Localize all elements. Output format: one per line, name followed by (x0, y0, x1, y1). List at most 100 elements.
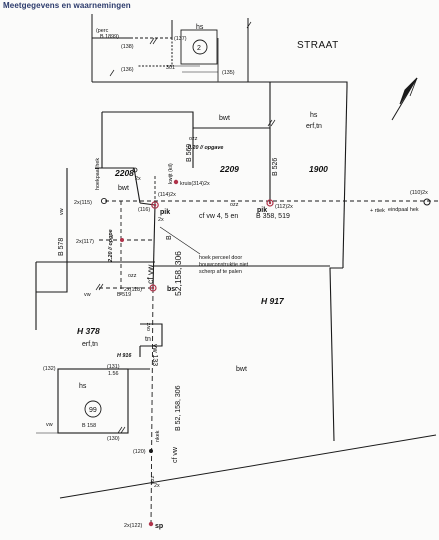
hoek-note-line-2: bouwconstruktie niet (199, 262, 249, 268)
annotation-vw-b519: vw (84, 292, 91, 298)
label-cf-vw-bottom: cf vw (172, 446, 179, 463)
perc-label: (perc (96, 28, 109, 34)
label-b526: B 526 (272, 158, 279, 176)
label-afgpe: 2.20 // opgpe (108, 229, 114, 263)
point-130-label: (130) (107, 436, 120, 442)
perc-ref: B 1899) (100, 34, 119, 40)
point-136-suffix: 301 (166, 65, 175, 71)
parcel-2208: 2208 (114, 168, 134, 178)
note-leader (159, 226, 201, 255)
parcel-boundaries (35, 81, 439, 526)
house-number-top: 2 (197, 45, 201, 52)
label-hoekpaal: hoekpaal hek (95, 158, 101, 190)
point-112-marker (266, 199, 274, 207)
point-114-dot (153, 203, 157, 207)
annotation-eindpaal: eindpaal hek (388, 207, 419, 213)
point-2x-c: 2x (154, 483, 160, 489)
annotation-ozz-1: ozz (189, 136, 198, 142)
point-137: (137) (174, 36, 187, 42)
point-112-label: (112)2x (275, 204, 293, 210)
point-120-label: (120) (133, 449, 146, 455)
label-cf-vw: cf vw (145, 264, 155, 284)
point-314-label: kruis(314)2x (180, 181, 210, 187)
house-99-vw: vw (46, 422, 53, 428)
point-122-dot (148, 521, 154, 527)
parcel-2208-use: bwt (118, 185, 129, 192)
point-118-dot (151, 286, 155, 290)
parcel-bwt-h917: bwt (236, 366, 247, 373)
house-99-ref: B 158 (82, 423, 96, 429)
point-112-dot (268, 201, 272, 205)
point-pik-left: pik (160, 209, 170, 216)
annotation-cf-vw-4b: B 358, 519 (256, 213, 290, 220)
point-135: (135) (222, 70, 235, 76)
annotation-ozz-3: ozz (128, 273, 137, 279)
point-bs-label: bs (167, 286, 175, 293)
point-110-label: (110)2x (410, 190, 428, 196)
point-131-label: (131) (107, 364, 120, 370)
point-117-dot (120, 238, 124, 242)
parcel-bwt-center: bwt (219, 115, 230, 122)
top-parcel (91, 14, 249, 83)
point-2x-a: 2x (158, 217, 164, 223)
point-115-marker (100, 197, 108, 205)
parcel-h378: H 378 (77, 326, 100, 336)
point-116-label: (116) (138, 207, 150, 213)
point-118-label: 2x(118) (124, 287, 142, 293)
label-b578: B 578 (58, 238, 65, 256)
point-122-label: 2x(122) (124, 523, 142, 529)
house-number-ring (192, 39, 208, 55)
point-110-marker (423, 198, 431, 206)
annotation-ozz-2: ozz (230, 202, 239, 208)
page-title: Meetgegevens en waarnemingen (3, 1, 131, 10)
label-b52-158: B 52, 158, 306 (175, 385, 182, 431)
point-131-offset: 1.56 (108, 371, 119, 377)
point-118-marker (149, 284, 157, 292)
parcel-hs-right: hs (310, 112, 318, 119)
label-cf-vw-value: 52,158, 306 (173, 251, 183, 296)
point-115-label: 2x(115) (74, 200, 92, 206)
annotation-opgave: 0.20 // opgave (188, 145, 223, 151)
parcel-erf-right: erf,tn (306, 123, 322, 130)
point-117-label: 2x(117) (76, 239, 94, 245)
house-99-label: hs (79, 383, 87, 390)
annotation-cf-vw-4: cf vw 4, 5 en (199, 213, 238, 220)
label-ovz: ovz (146, 322, 152, 331)
parcel-h916: H 916 (117, 353, 132, 359)
point-116-marker (132, 167, 138, 173)
point-pik-right: pik (257, 207, 267, 214)
label-vw-b578: vw (59, 208, 65, 215)
point-314-dot (173, 179, 179, 185)
hoek-note-line-3: scherp af te palen (199, 269, 242, 275)
north-arrow-icon (391, 77, 418, 121)
house-label-top: hs (196, 24, 204, 31)
label-ozz-vert: ozz (150, 475, 156, 484)
annotation-tn: tn (145, 336, 151, 343)
point-120-dot (149, 449, 153, 453)
house-99-ring (84, 400, 102, 418)
point-132-label: (132) (43, 366, 56, 372)
point-114-marker (151, 201, 159, 209)
point-2x-b: 2x (135, 176, 141, 182)
parcel-h917: H 917 (261, 296, 285, 306)
house-99-number: 99 (89, 407, 97, 414)
label-b569: B 569 (186, 144, 193, 162)
label-kwijt: kwijt (kil) (168, 163, 174, 184)
street-name: STRAAT (297, 40, 339, 51)
label-b-small: B (166, 235, 173, 240)
label-nkek: nkek (155, 430, 161, 442)
point-114-label: (114)2x (158, 192, 176, 198)
parcel-h378-use: erf,tn (82, 341, 98, 348)
annotation-rtiek: + rtiek (370, 208, 385, 214)
survey-points (84, 167, 431, 527)
point-sp-label: sp (155, 523, 163, 530)
point-138: (138) (121, 44, 134, 50)
parcel-2209: 2209 (219, 164, 239, 174)
annotation-b519: B 519 (117, 292, 131, 298)
parcel-1900: 1900 (309, 164, 328, 174)
hoek-note-line-1: hoek perceel door (199, 255, 242, 261)
tick-marks (95, 21, 276, 434)
label-vw-133: vw 133 (151, 344, 158, 366)
